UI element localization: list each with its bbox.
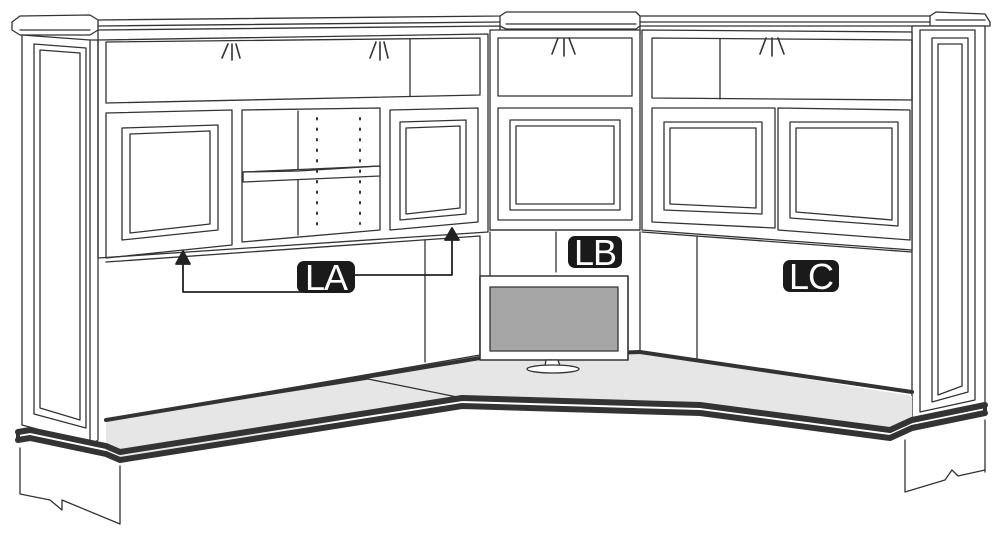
lc-valance (651, 37, 913, 101)
la-shelf-peg-holes (316, 117, 361, 229)
lc-right-door (777, 107, 911, 241)
label-lb: LB (568, 232, 622, 273)
monitor-screen (489, 286, 619, 352)
lb-light-fixture (551, 37, 576, 57)
la-valance (105, 37, 481, 104)
la-left-door (105, 109, 233, 259)
label-lc-text: LC (789, 256, 833, 297)
label-lc: LC (783, 256, 839, 297)
lb-valance (497, 37, 633, 97)
lc-light-fixture (759, 37, 785, 57)
la-arrows (175, 227, 460, 293)
la-open-shelves (241, 107, 381, 243)
countertop (15, 350, 988, 463)
countertop-front-edge (15, 395, 988, 455)
lb-door (497, 107, 633, 221)
hutch-section-lc (641, 29, 913, 365)
label-la-text: LA (305, 257, 348, 298)
countertop-surface (106, 352, 912, 460)
monitor (479, 275, 629, 374)
la-light-fixtures (221, 41, 389, 61)
left-side-panel (21, 34, 99, 445)
crown-moulding (11, 11, 991, 41)
label-lb-text: LB (574, 232, 616, 273)
lc-left-door (651, 107, 776, 229)
base-break-lines (19, 419, 986, 525)
hutch-section-lb (489, 29, 641, 361)
label-la: LA (297, 257, 355, 298)
la-right-door (389, 107, 479, 231)
right-side-panel (911, 25, 986, 421)
hutch-section-la (97, 33, 489, 421)
